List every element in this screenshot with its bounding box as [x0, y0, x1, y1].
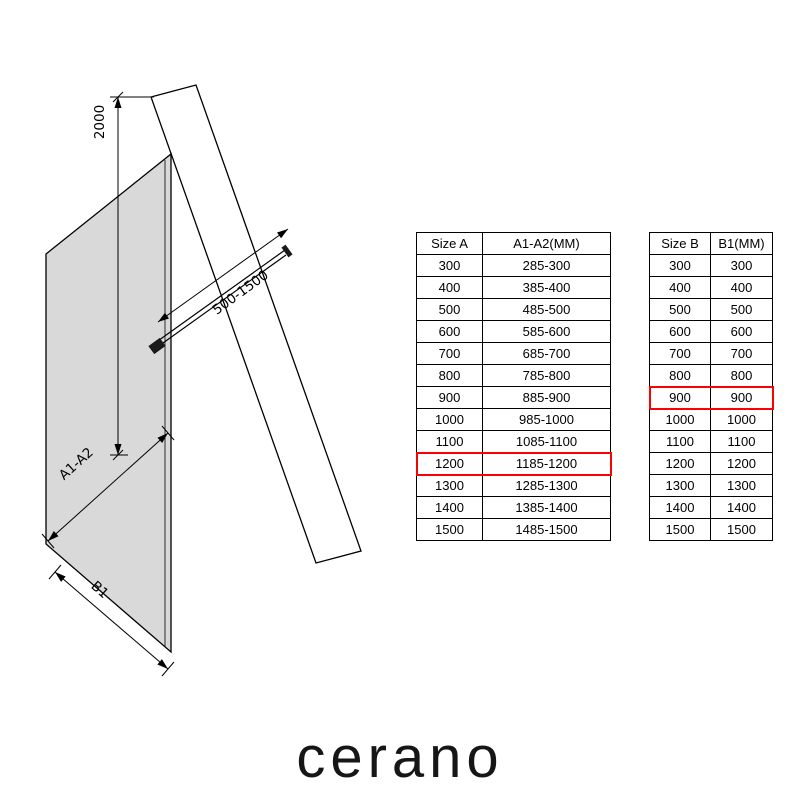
table-cell: 500 [416, 298, 483, 321]
table-cell: 1000 [649, 408, 711, 431]
table-cell: 400 [710, 276, 773, 299]
table-cell: 1000 [710, 408, 773, 431]
column-header-a1-a2: A1-A2(MM) [482, 232, 611, 255]
table-cell: 1400 [416, 496, 483, 519]
table-cell: 785-800 [482, 364, 611, 387]
dimension-label-height: 2000 [92, 105, 108, 139]
wall-panel [150, 84, 362, 564]
table-cell: 300 [710, 254, 773, 277]
table-cell: 985-1000 [482, 408, 611, 431]
table-cell: 600 [710, 320, 773, 343]
glass-panel [45, 152, 172, 654]
table-cell: 1100 [416, 430, 483, 453]
table-cell: 1300 [710, 474, 773, 497]
table-cell: 600 [416, 320, 483, 343]
table-header-row: Size A A1-A2(MM) [416, 232, 611, 255]
column-header-b1: B1(MM) [710, 232, 773, 255]
table-cell: 1100 [649, 430, 711, 453]
dimension-base-width [48, 564, 175, 677]
table-cell: 1085-1100 [482, 430, 611, 453]
table-cell: 1185-1200 [482, 452, 611, 475]
dimension-bar-range [157, 228, 289, 323]
table-cell: 900 [710, 386, 773, 409]
table-cell: 600 [649, 320, 711, 343]
table-cell: 585-600 [482, 320, 611, 343]
table-cell: 1100 [710, 430, 773, 453]
table-header-row: Size B B1(MM) [649, 232, 773, 255]
table-cell: 685-700 [482, 342, 611, 365]
table-cell: 1500 [649, 518, 711, 541]
table-cell: 1500 [416, 518, 483, 541]
table-cell: 1200 [416, 452, 483, 475]
table-cell: 900 [649, 386, 711, 409]
column-header-size-a: Size A [416, 232, 483, 255]
table-cell: 1300 [416, 474, 483, 497]
table-cell: 300 [416, 254, 483, 277]
table-cell: 1400 [649, 496, 711, 519]
table-cell: 900 [416, 386, 483, 409]
table-cell: 1200 [710, 452, 773, 475]
table-cell: 1500 [710, 518, 773, 541]
table-cell: 1400 [710, 496, 773, 519]
table-cell: 800 [649, 364, 711, 387]
table-cell: 500 [710, 298, 773, 321]
brand-logo: cerano [296, 725, 504, 790]
table-cell: 485-500 [482, 298, 611, 321]
table-cell: 1200 [649, 452, 711, 475]
table-cell: 500 [649, 298, 711, 321]
table-cell: 300 [649, 254, 711, 277]
table-cell: 700 [649, 342, 711, 365]
table-cell: 1485-1500 [482, 518, 611, 541]
table-cell: 885-900 [482, 386, 611, 409]
table-cell: 400 [649, 276, 711, 299]
dimension-panel-width [41, 425, 175, 549]
table-cell: 1385-1400 [482, 496, 611, 519]
table-cell: 1285-1300 [482, 474, 611, 497]
bar-clamp [148, 337, 166, 355]
table-cell: 385-400 [482, 276, 611, 299]
technical-drawing: 500-1500 2000 A1-A2 B1 [41, 84, 362, 677]
table-cell: 1300 [649, 474, 711, 497]
table-cell: 1000 [416, 408, 483, 431]
column-header-size-b: Size B [649, 232, 711, 255]
table-cell: 800 [710, 364, 773, 387]
table-cell: 400 [416, 276, 483, 299]
table-cell: 800 [416, 364, 483, 387]
table-cell: 700 [416, 342, 483, 365]
table-cell: 700 [710, 342, 773, 365]
table-cell: 285-300 [482, 254, 611, 277]
